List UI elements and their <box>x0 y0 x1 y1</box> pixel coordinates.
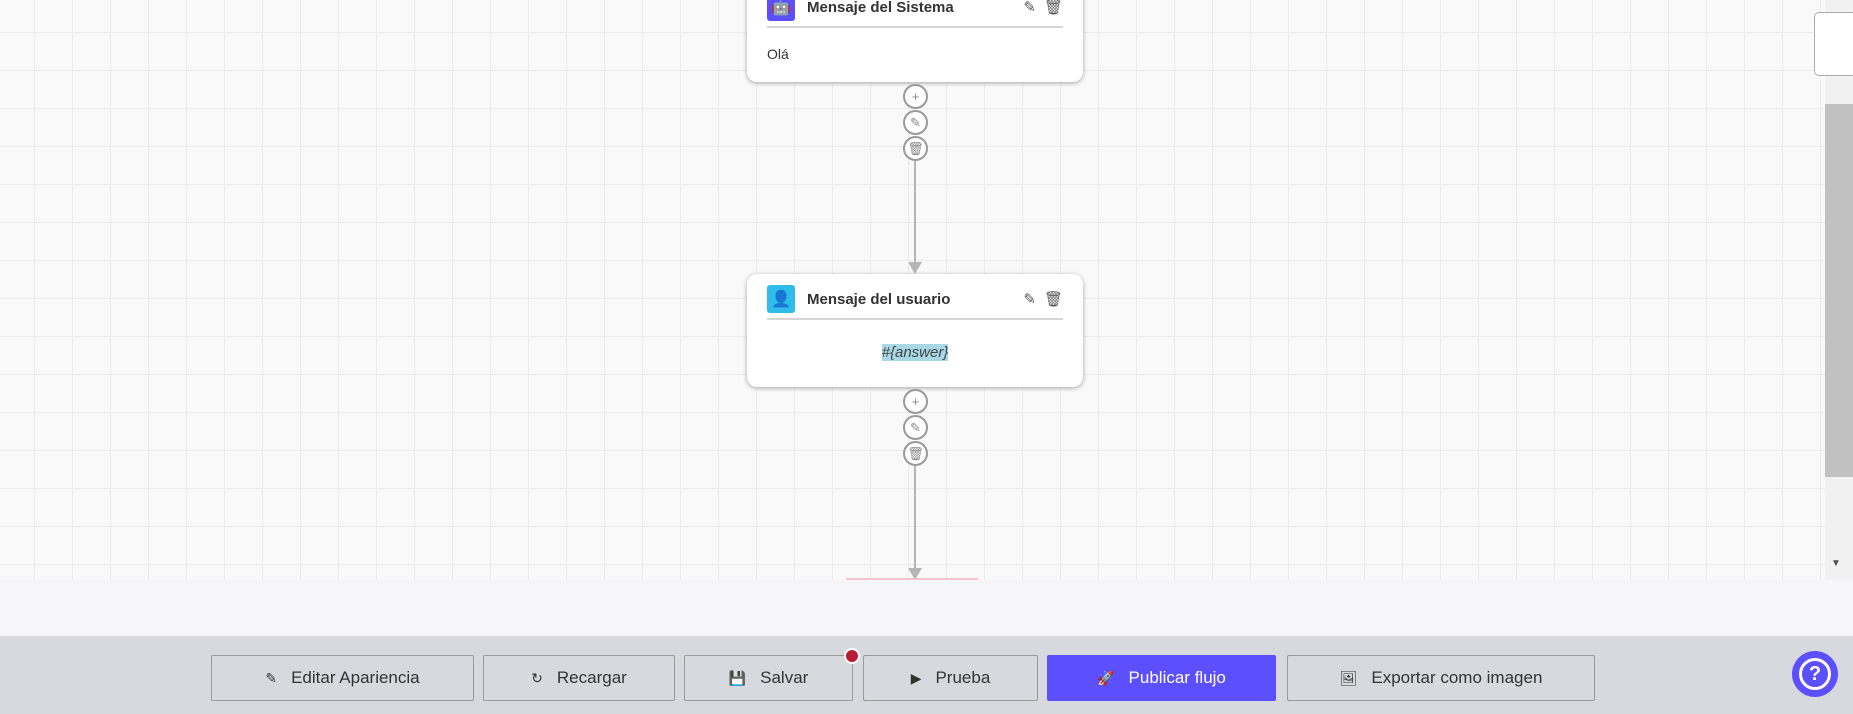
play-icon: ▶ <box>910 669 922 686</box>
user-icon: 👤 <box>767 285 795 313</box>
pencil-icon[interactable]: ✎ <box>1023 291 1036 308</box>
node-title: Mensaje del usuario <box>807 290 951 308</box>
edit-icon: ✎ <box>265 669 278 686</box>
node-header: 👤 Mensaje del usuario ✎ 🗑 <box>767 280 1063 320</box>
image-icon: 🖼 <box>1339 669 1358 686</box>
button-label: Publicar flujo <box>1128 668 1226 687</box>
edit-connection-pencil-icon[interactable]: ✎ <box>903 110 928 135</box>
delete-connection-trash-icon[interactable]: 🗑 <box>903 136 928 161</box>
minimap-panel[interactable] <box>1814 12 1853 76</box>
publish-flow-button[interactable]: 🚀 Publicar flujo <box>1047 655 1276 701</box>
button-label: Salvar <box>760 668 809 687</box>
pencil-icon[interactable]: ✎ <box>1023 0 1036 16</box>
connector-arrow <box>908 262 922 274</box>
node-title: Mensaje del Sistema <box>807 0 954 16</box>
rocket-icon: 🚀 <box>1097 669 1115 686</box>
help-button[interactable]: ? <box>1792 651 1838 697</box>
connector-arrow <box>908 568 922 580</box>
floppy-disk-icon: 💾 <box>728 669 747 686</box>
node-header: 🤖 Mensaje del Sistema ✎ 🗑 <box>767 0 1063 28</box>
button-label: Recargar <box>556 668 627 687</box>
connector-line <box>914 466 916 570</box>
unsaved-changes-indicator <box>844 648 860 664</box>
node-system-message[interactable]: 🤖 Mensaje del Sistema ✎ 🗑 Olá <box>747 0 1083 82</box>
trash-icon[interactable]: 🗑 <box>1043 0 1063 16</box>
export-image-button[interactable]: 🖼 Exportar como imagen <box>1287 655 1595 701</box>
node-user-message[interactable]: 👤 Mensaje del usuario ✎ 🗑 #{answer} <box>747 274 1083 387</box>
test-button[interactable]: ▶ Prueba <box>863 655 1038 701</box>
scroll-down-arrow-icon[interactable]: ▼ <box>1831 558 1841 569</box>
connector-line <box>914 161 916 263</box>
question-icon: ? <box>1799 658 1831 690</box>
node-content-variable: #{answer} <box>881 344 949 361</box>
refresh-icon: ↻ <box>531 669 543 686</box>
add-node-plus-icon[interactable]: + <box>903 84 928 109</box>
scrollbar-thumb[interactable] <box>1825 104 1853 477</box>
reload-button[interactable]: ↻ Recargar <box>483 655 675 701</box>
button-label: Prueba <box>935 668 991 687</box>
button-label: Editar Apariencia <box>291 668 420 687</box>
robot-icon: 🤖 <box>767 0 795 21</box>
save-button[interactable]: 💾 Salvar <box>684 655 853 701</box>
edit-connection-pencil-icon[interactable]: ✎ <box>903 415 928 440</box>
next-node-edge <box>846 578 978 580</box>
edit-appearance-button[interactable]: ✎ Editar Apariencia <box>211 655 474 701</box>
flow-canvas[interactable]: 🤖 Mensaje del Sistema ✎ 🗑 Olá + ✎ 🗑 👤 Me… <box>0 0 1825 580</box>
trash-icon[interactable]: 🗑 <box>1043 291 1063 308</box>
bottom-toolbar: ✎ Editar Apariencia ↻ Recargar 💾 Salvar ▶ Pr… <box>0 636 1853 714</box>
node-content: Olá <box>767 46 789 62</box>
button-label: Exportar como imagen <box>1371 668 1543 687</box>
delete-connection-trash-icon[interactable]: 🗑 <box>903 441 928 466</box>
add-node-plus-icon[interactable]: + <box>903 389 928 414</box>
